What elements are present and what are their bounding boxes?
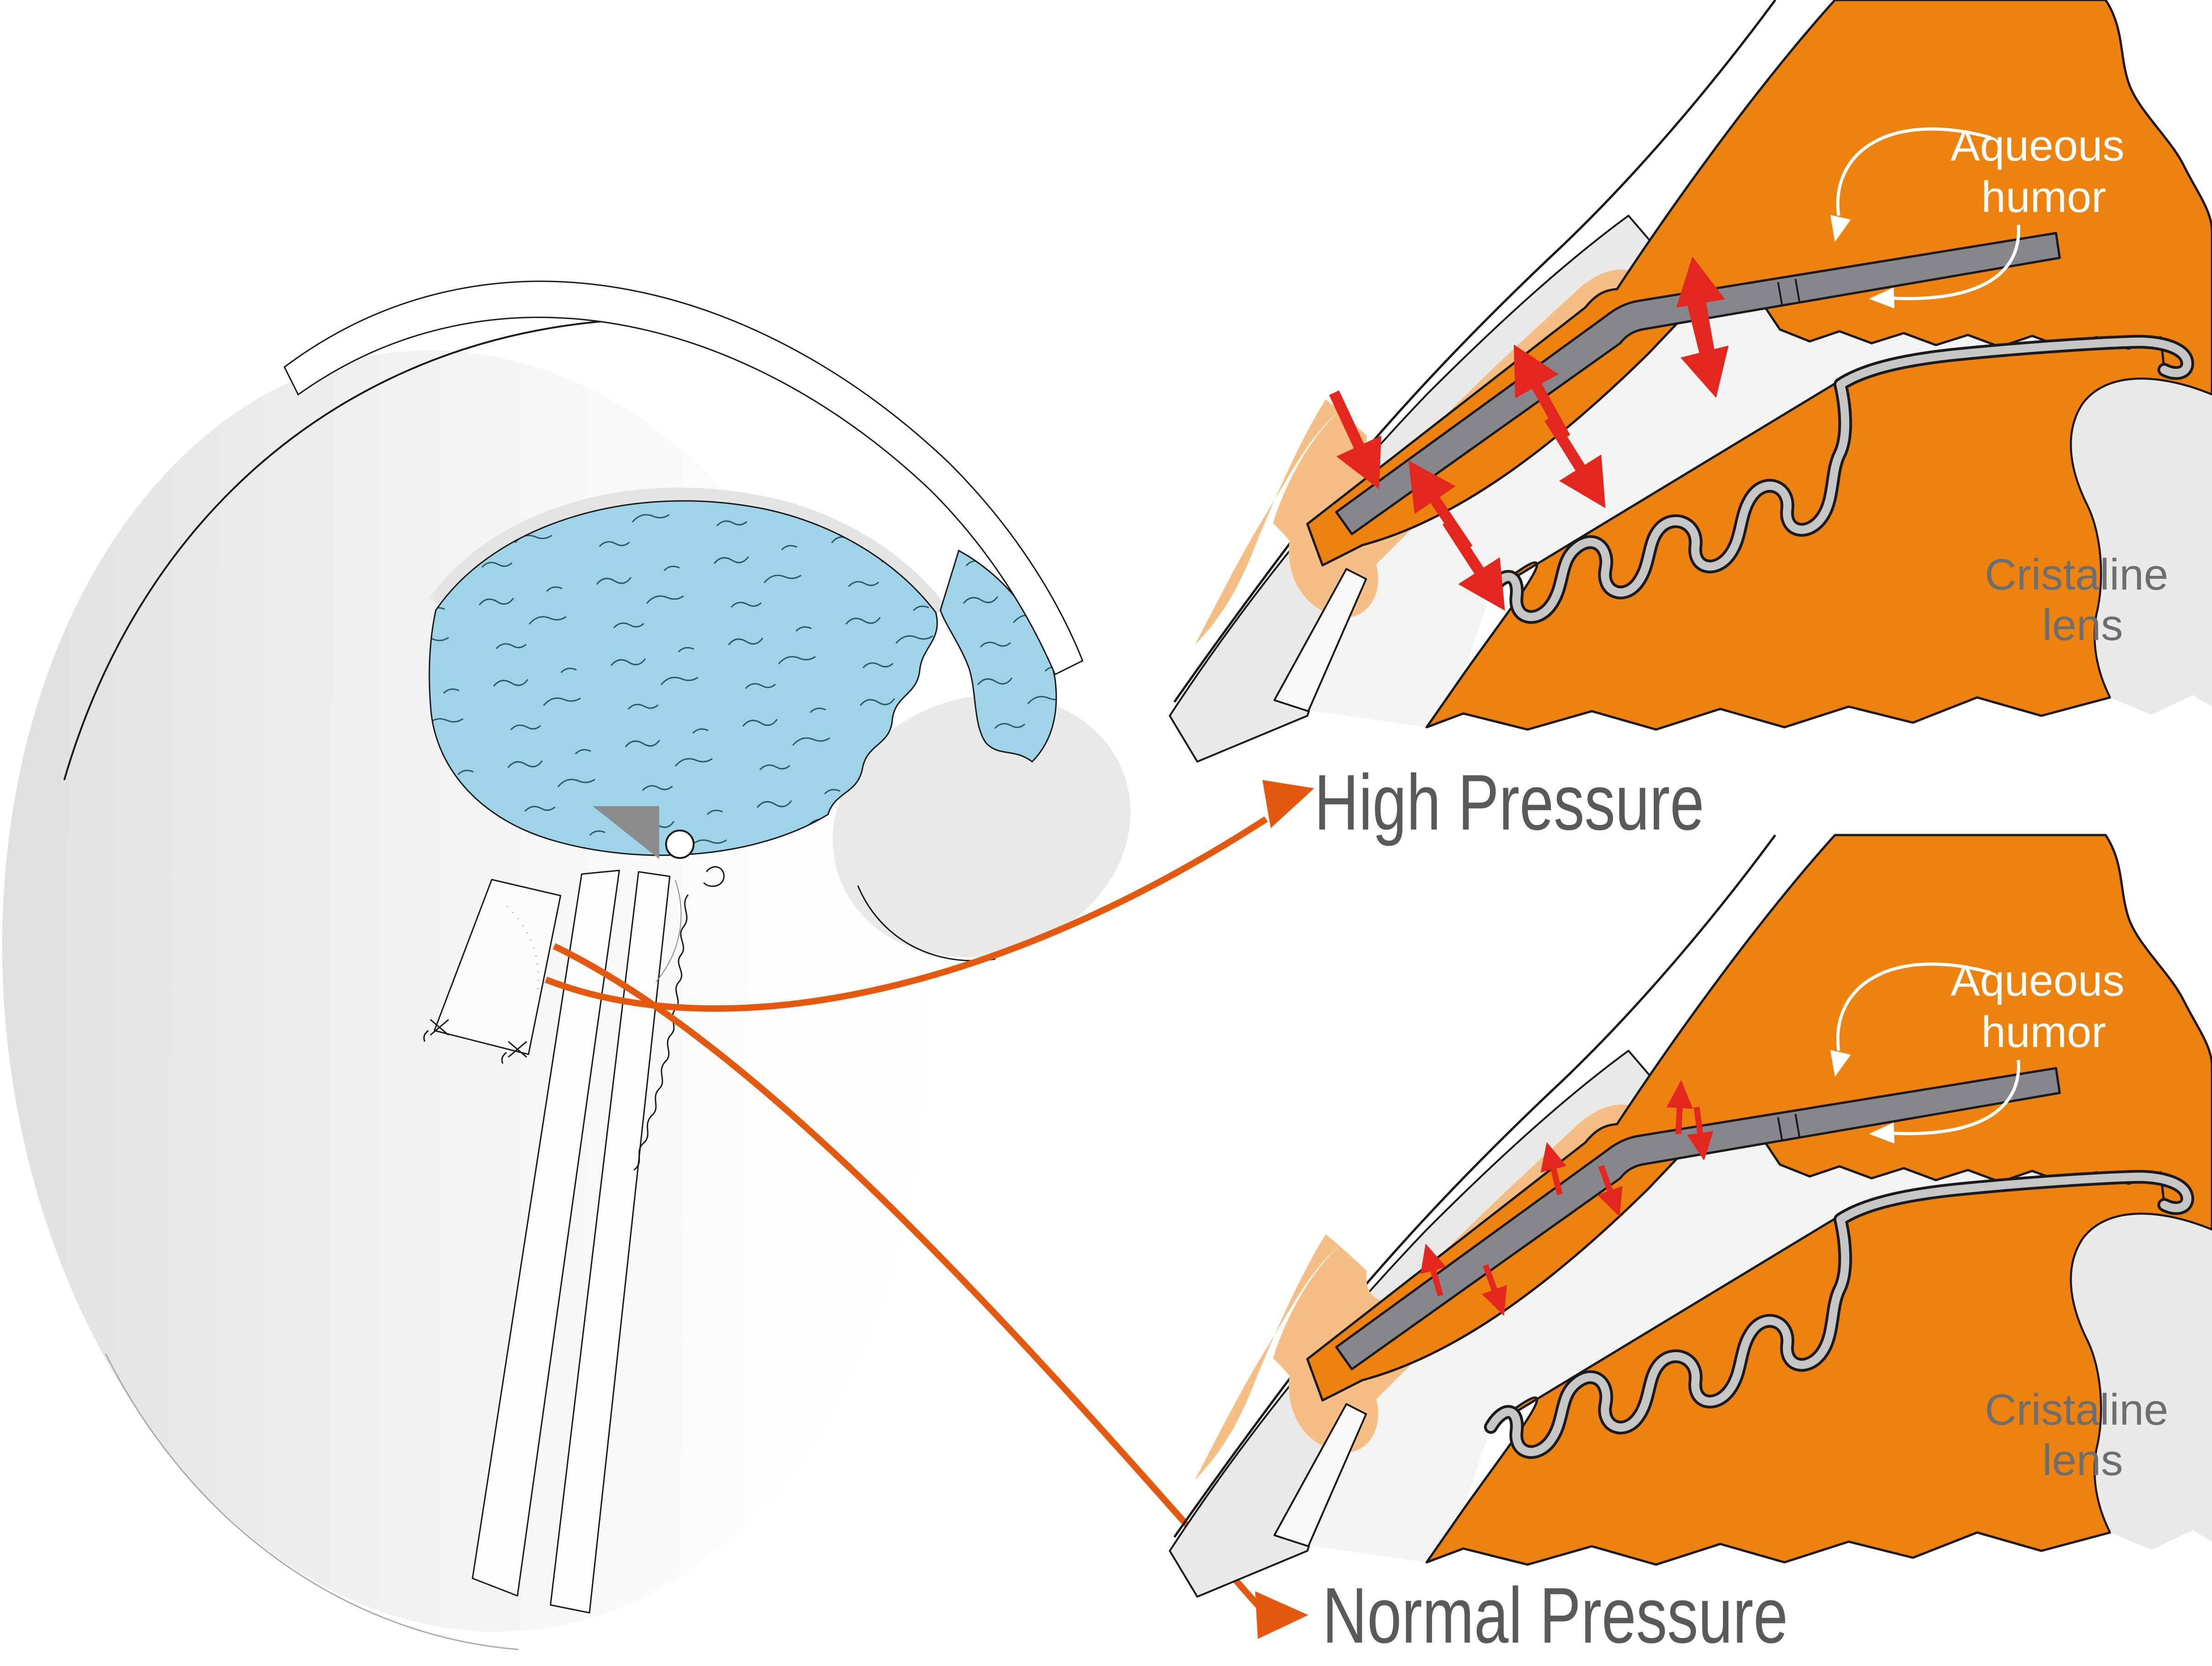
normal-pressure-label: Normal Pressure: [1323, 1571, 1788, 1660]
scleral-flap: [423, 879, 561, 1064]
trabecular-triangle: [593, 806, 659, 859]
lens-overview: [833, 694, 1131, 958]
high-pressure-label: High Pressure: [1314, 758, 1704, 847]
ciliary-squiggles: [634, 866, 725, 1171]
connector-arrow-normal: [552, 943, 1308, 1639]
suture-stitch-icon: [423, 1019, 527, 1064]
connector-arrow-high: [545, 780, 1314, 1012]
eyeball-bottom-outline: [105, 1353, 519, 1650]
eye-overview-illustration: [2, 280, 1131, 1650]
schlemm-canal-circle: [665, 830, 695, 859]
iris-blue: [428, 500, 938, 856]
cornea-dome-band: [283, 280, 1084, 676]
scleral-section-bands: [472, 869, 671, 1614]
